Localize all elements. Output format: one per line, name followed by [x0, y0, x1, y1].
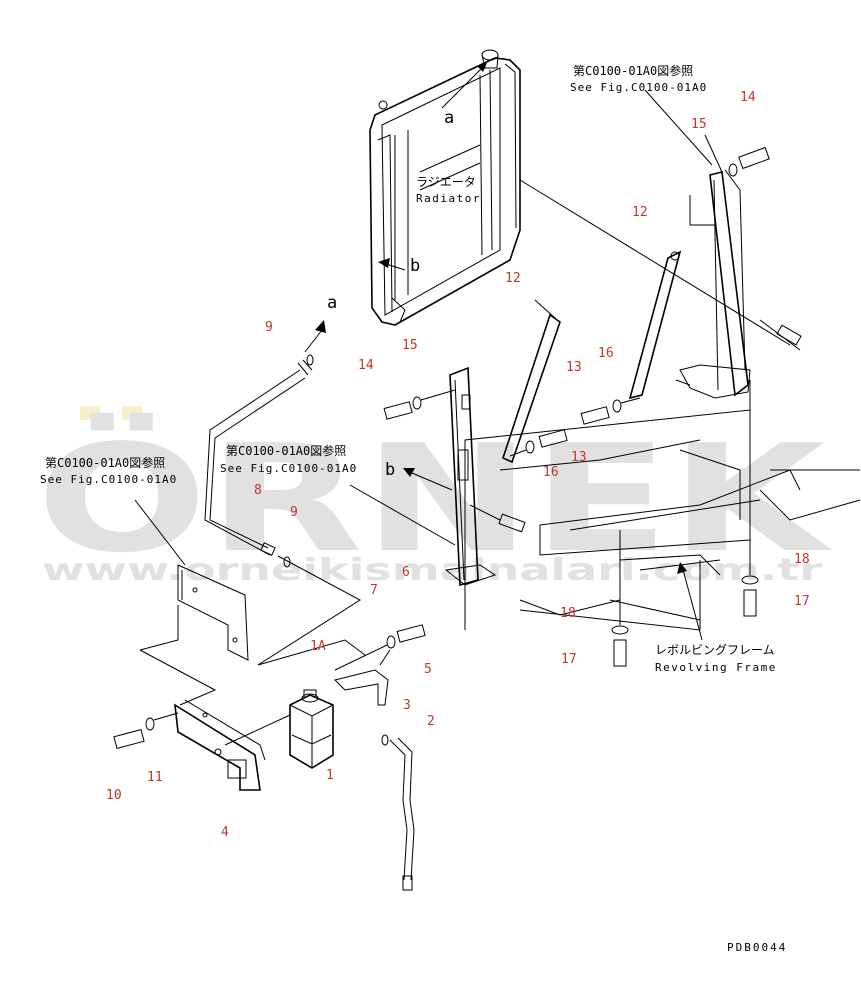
callout-b-center: b [385, 460, 395, 480]
ref-line-frame [519, 560, 701, 631]
link-bracket-4 [139, 649, 217, 706]
bolt-13-upper-icon [580, 406, 610, 425]
radiator [369, 49, 521, 326]
washer-16-upper-icon [612, 399, 622, 413]
callout-9-upper: 9 [265, 320, 273, 335]
callout-4: 4 [221, 825, 229, 840]
callout-17-center: 17 [561, 652, 577, 667]
leader-a-radiator [441, 64, 486, 109]
bracket-4 [174, 699, 266, 791]
drawing-number: PDB0044 [727, 941, 787, 954]
callout-13-upper: 13 [566, 360, 582, 375]
link-rod-12-right [628, 250, 682, 400]
bolt-6-icon [396, 624, 426, 643]
watermark: ÖRNEK www.orneikismalnalarl.com.tr [36, 406, 833, 588]
bolt-center-lower-icon [498, 513, 526, 533]
callout-11: 11 [147, 770, 163, 785]
bolt-17-right-icon [743, 589, 757, 617]
clamp-3-icon [381, 734, 389, 746]
radiator-label-jp: ラジエータ [416, 175, 476, 189]
callout-12-right: 12 [632, 205, 648, 220]
callout-b-radiator: b [410, 256, 420, 276]
ref-note-center-en: See Fig.C0100-01A0 [220, 462, 357, 475]
ref-note-center-jp: 第C0100-01A0図参照 [226, 443, 346, 458]
clamp-9-lower-icon [283, 556, 291, 568]
callout-3: 3 [403, 698, 411, 713]
link-rod-12-center [502, 313, 561, 464]
washer-16-lower-icon [525, 440, 535, 454]
callout-5: 5 [424, 662, 432, 677]
link-tank [257, 639, 366, 666]
watermark-brand: ÖRNEK [36, 412, 833, 585]
callout-18-center: 18 [560, 606, 576, 621]
radiator-label-en: Radiator [416, 192, 481, 205]
bolt-14-center-icon [383, 401, 413, 420]
callout-a-radiator: a [444, 108, 454, 128]
callout-2: 2 [427, 714, 435, 729]
frame-label-en: Revolving Frame [655, 661, 777, 674]
washer-7-icon [386, 635, 396, 649]
watermark-umlaut-dot [80, 406, 100, 420]
callout-6: 6 [402, 565, 410, 580]
arrow-a-radiator-icon [477, 63, 487, 72]
clamp-9-upper-icon [306, 354, 314, 366]
callout-8: 8 [254, 483, 262, 498]
leader-b-center [349, 469, 456, 546]
arrow-b-radiator-icon [378, 258, 390, 268]
callout-15-upper: 15 [691, 117, 707, 132]
bolt-13-lower-icon [538, 429, 568, 448]
washer-18-right-icon [741, 575, 759, 585]
callout-17-right: 17 [794, 594, 810, 609]
hose [204, 359, 361, 666]
washer-11-icon [145, 717, 155, 731]
overflow-pipe-2 [389, 739, 408, 881]
connector-bracket-tank [224, 714, 291, 746]
bolt-17-center-icon [613, 639, 627, 667]
callout-12-center: 12 [505, 271, 521, 286]
bolt-10-icon [113, 728, 145, 750]
ref-note-left-jp: 第C0100-01A0図参照 [45, 455, 165, 470]
connector-line [519, 179, 791, 346]
callout-10: 10 [106, 788, 122, 803]
arrow-frame-icon [677, 562, 687, 574]
callout-a-hose: a [327, 293, 337, 313]
leader-a-hose [304, 329, 323, 353]
callout-14-center: 14 [358, 358, 374, 373]
arrow-b-center-icon [403, 468, 415, 477]
callout-15-center: 15 [402, 338, 418, 353]
callout-14-upper: 14 [740, 90, 756, 105]
callout-7: 7 [370, 583, 378, 598]
reserve-tank [289, 689, 334, 769]
washer-18-center-icon [611, 625, 629, 635]
washer-15-upper-icon [728, 163, 738, 177]
mount-plate-left [177, 564, 249, 661]
ref-note-top-en: See Fig.C0100-01A0 [570, 81, 707, 94]
leader-ref-left [134, 499, 186, 566]
callout-1A: 1A [310, 639, 326, 654]
arrow-a-hose-icon [315, 320, 326, 333]
ref-note-left-en: See Fig.C0100-01A0 [40, 473, 177, 486]
callout-16-lower: 16 [543, 465, 559, 480]
left-stay [444, 366, 497, 587]
leader-ref-upper [644, 89, 713, 166]
watermark-url: www.orneikismalnalarl.com.tr [42, 553, 822, 588]
right-stay [675, 169, 751, 399]
band-5 [334, 669, 389, 706]
frame-label-jp: レボルビングフレーム [655, 643, 775, 657]
callout-16-upper: 16 [598, 346, 614, 361]
washer-15-center-icon [412, 396, 422, 410]
callout-13-lower: 13 [571, 450, 587, 465]
callout-9-lower: 9 [290, 505, 298, 520]
callout-1: 1 [326, 768, 334, 783]
callout-numbers: 14 15 12 12 9 14 15 13 16 13 16 8 9 6 7 … [106, 90, 810, 840]
watermark-umlaut-dot [122, 406, 142, 420]
link-plate-left [139, 605, 179, 651]
ref-note-top-jp: 第C0100-01A0図参照 [573, 63, 693, 78]
leader-frame [681, 565, 703, 641]
callout-18-right: 18 [794, 552, 810, 567]
bolt-14-upper-icon [738, 146, 770, 170]
